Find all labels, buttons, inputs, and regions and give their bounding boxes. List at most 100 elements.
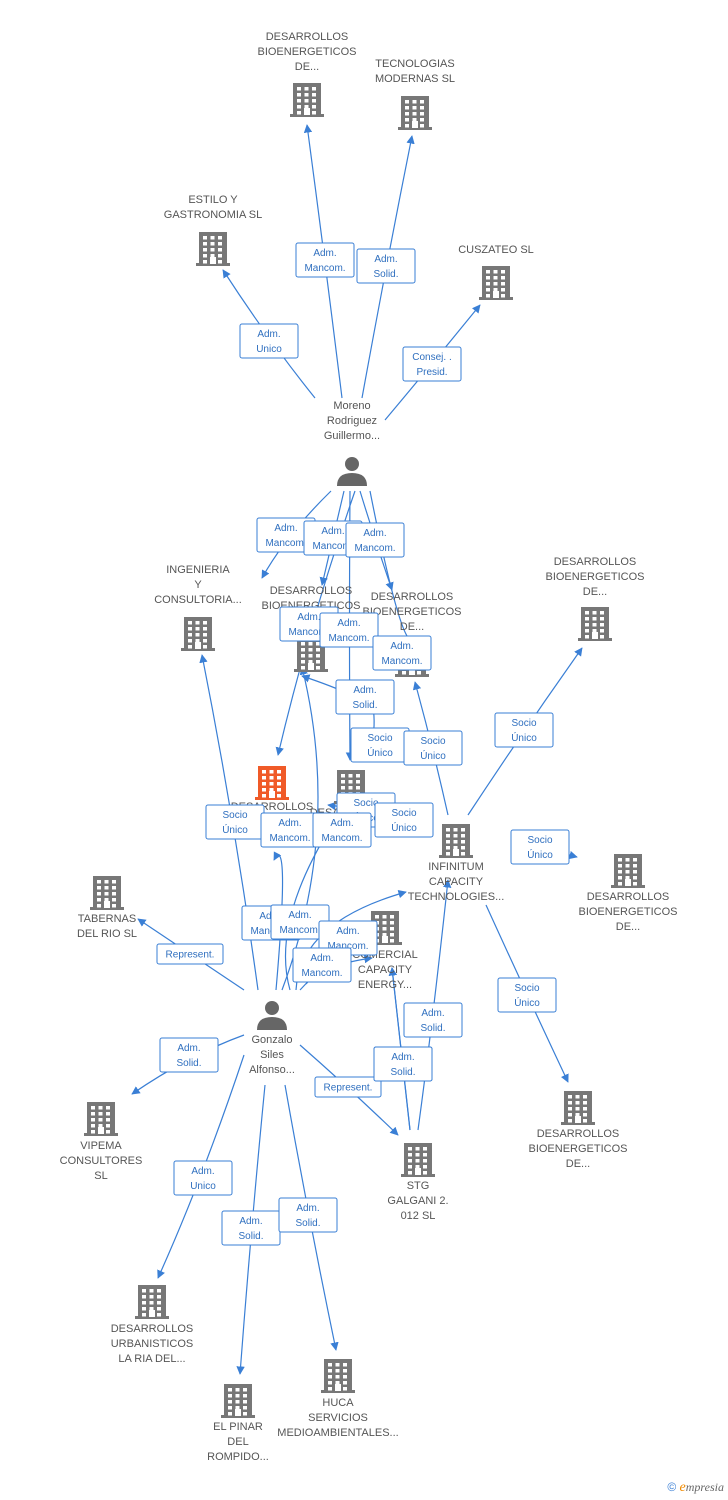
node-label: DESARROLLOS xyxy=(587,891,670,903)
building-window xyxy=(356,786,360,790)
node-label: VIPEMA xyxy=(80,1140,122,1152)
node-gsa[interactable]: GonzaloSilesAlfonso... xyxy=(249,1001,295,1076)
node-db1[interactable]: DESARROLLOSBIOENERGETICOSDE... xyxy=(257,31,357,117)
relation-badge[interactable]: Adm.Mancom. xyxy=(292,947,352,983)
relation-badge[interactable]: Adm.Mancom. xyxy=(345,522,405,558)
relation-label: Único xyxy=(514,996,540,1009)
building-window xyxy=(301,660,305,664)
building-window xyxy=(486,288,490,292)
node-ing[interactable]: INGENIERIAYCONSULTORIA... xyxy=(154,564,242,651)
building-window xyxy=(446,852,450,856)
relation-badge[interactable]: Adm.Mancom. xyxy=(270,904,330,940)
building-door xyxy=(575,1116,581,1123)
relation-label: Adm. xyxy=(321,526,344,537)
relation-label: Unico xyxy=(190,1181,216,1192)
building-window xyxy=(335,1369,340,1373)
node-label: CONSULTORES xyxy=(60,1155,143,1167)
building-window xyxy=(501,282,505,286)
building-window xyxy=(592,617,597,621)
relation-badge[interactable]: Adm.Solid. xyxy=(356,248,416,284)
node-hu[interactable]: HUCASERVICIOSMEDIOAMBIENTALES... xyxy=(277,1359,399,1439)
relation-badge[interactable]: Adm.Mancom. xyxy=(319,612,379,648)
building-window xyxy=(262,782,266,786)
relation-badge[interactable]: Consej. .Presid. xyxy=(402,346,462,382)
building-window xyxy=(423,1147,427,1151)
building-window xyxy=(412,100,417,104)
building-window xyxy=(453,846,458,850)
building-base xyxy=(321,1390,355,1393)
relation-label: Socio xyxy=(353,798,378,809)
node-ep[interactable]: EL PINARDELROMPIDO... xyxy=(207,1384,269,1463)
node-inf[interactable]: INFINITUMCAPACITYTECHNOLOGIES... xyxy=(408,824,505,903)
building-window xyxy=(453,840,458,844)
building-window xyxy=(98,1124,103,1128)
relation-badge[interactable]: Adm.Mancom. xyxy=(256,517,316,553)
building-door xyxy=(308,663,314,670)
building-base xyxy=(395,674,429,677)
building-window xyxy=(316,660,320,664)
relation-badge[interactable]: Adm.Solid. xyxy=(221,1210,281,1246)
node-label: HUCA xyxy=(322,1397,354,1409)
building-window xyxy=(585,617,589,621)
relation-badge[interactable]: Adm.Solid. xyxy=(159,1037,219,1073)
building-window xyxy=(312,93,316,97)
building-window xyxy=(415,1147,420,1151)
relation-badge[interactable]: Represent. xyxy=(156,943,224,965)
node-db6[interactable]: DESARROLLOSBIOENERGETICOSDE... xyxy=(578,854,678,933)
building-window xyxy=(600,635,604,639)
relation-label: Socio xyxy=(222,810,247,821)
footer-brand[interactable]: © empresia xyxy=(667,1480,724,1496)
relation-label: Único xyxy=(222,823,248,836)
building-window xyxy=(97,886,101,890)
building-window xyxy=(486,282,490,286)
relation-badge[interactable]: Adm.Mancom. xyxy=(312,812,372,848)
relation-badge[interactable]: Adm.Mancom. xyxy=(260,812,320,848)
node-db7[interactable]: DESARROLLOSBIOENERGETICOSDE... xyxy=(528,1091,628,1170)
relation-badge[interactable]: Adm.Solid. xyxy=(373,1046,433,1082)
relation-label: Adm. xyxy=(191,1166,214,1177)
relation-label: Socio xyxy=(420,736,445,747)
relation-badge[interactable]: Adm. Unico xyxy=(173,1160,233,1196)
building-window xyxy=(188,627,192,631)
building-window xyxy=(356,774,360,778)
building-window xyxy=(600,617,604,621)
relation-badge[interactable]: Adm.Mancom. xyxy=(295,242,355,278)
relation-label: Mancom. xyxy=(327,941,368,952)
relation-badge[interactable]: Adm.Solid. xyxy=(403,1002,463,1038)
building-window xyxy=(335,1381,340,1385)
node-cz[interactable]: CUSZATEO SL xyxy=(458,244,534,300)
node-label: Y xyxy=(194,579,202,591)
relation-badge[interactable]: Adm.Mancom. xyxy=(372,635,432,671)
building-window xyxy=(142,1307,146,1311)
node-label: TECHNOLOGIES... xyxy=(408,891,505,903)
relation-label: Socio xyxy=(527,835,552,846)
relation-badge[interactable]: Adm.Solid. xyxy=(278,1197,338,1233)
node-mrg[interactable]: MorenoRodriguezGuillermo... xyxy=(324,400,380,486)
relation-badge[interactable]: Represent. xyxy=(314,1076,382,1098)
building-window xyxy=(106,1124,110,1128)
building-window xyxy=(328,1375,332,1379)
relation-badge[interactable]: Adm.Solid. xyxy=(335,679,395,715)
node-db4[interactable]: DESARROLLOSBIOENERGETICOSDE... xyxy=(545,556,645,641)
building-base xyxy=(479,297,513,300)
building-window xyxy=(98,1118,103,1122)
building-window xyxy=(98,1106,103,1110)
relation-label: Único xyxy=(420,749,446,762)
person-icon xyxy=(337,457,367,486)
relation-label: Solid. xyxy=(238,1231,263,1242)
building-window xyxy=(486,276,490,280)
relation-badge[interactable]: Adm.Unico xyxy=(239,323,299,359)
